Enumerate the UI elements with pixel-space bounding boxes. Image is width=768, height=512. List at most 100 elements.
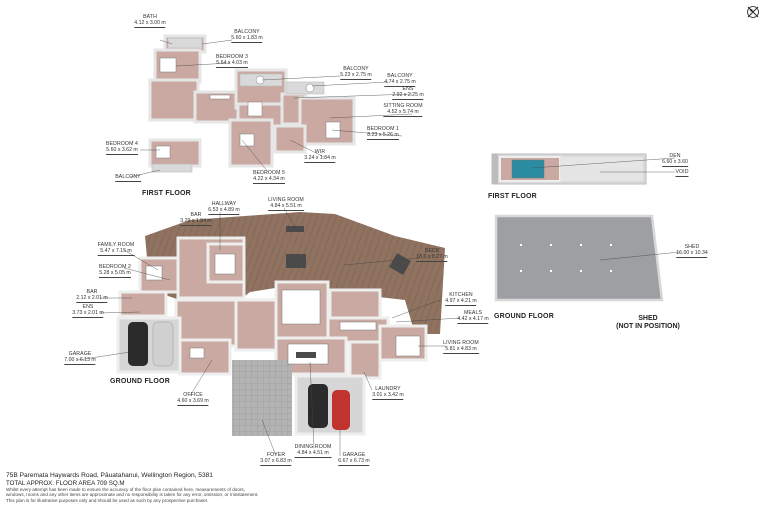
room-dim: 5.64 x 4.03 m — [216, 60, 248, 66]
first-floor-title: FIRST FLOOR — [142, 190, 191, 197]
room-name: BEDROOM 1 — [366, 126, 400, 132]
room-dim: 4.12 x 3.00 m — [134, 20, 166, 26]
room-name: DINING ROOM — [294, 444, 332, 450]
room-dim: 2.12 x 2.01 m — [76, 295, 108, 301]
room-name: MEALS — [463, 310, 483, 316]
room-name: BALCONY — [343, 66, 369, 72]
garage-right — [294, 374, 366, 436]
disclaimer-line-2: windows, rooms and any other items are a… — [6, 492, 259, 498]
room-name: ENS — [82, 304, 94, 310]
room-name: GARAGE — [342, 452, 366, 458]
shed-title-line2: (NOT IN POSITION) — [616, 323, 680, 330]
room-dim: 6.60 x 3.60 — [662, 159, 688, 165]
room-name: BAR — [86, 289, 98, 295]
ground-floor-plan — [116, 212, 611, 436]
north-arrow-icon — [747, 6, 759, 18]
room-name: BALCONY — [115, 174, 141, 180]
room-dim: 5.81 x 4.83 m — [445, 346, 477, 352]
room-dim: 5.60 x 1.83 m — [231, 35, 263, 41]
first-floor-plan — [148, 34, 356, 173]
room-name: WIR — [314, 149, 326, 155]
room-dim: 4.74 x 2.75 m — [384, 79, 416, 85]
room-dim: 4.84 x 5.51 m — [270, 203, 302, 209]
room-name: VOID — [675, 169, 689, 175]
room-name: LAUNDRY — [375, 386, 401, 392]
label-void: VOID — [675, 169, 689, 177]
shed-title: SHED (NOT IN POSITION) — [616, 315, 680, 331]
property-address: 75B Paremata Haywards Road, Pāuatahanui,… — [6, 472, 213, 479]
room-dim: 3.29 x 1.84 m — [180, 218, 212, 224]
first-floor-den-plan — [491, 153, 647, 185]
room-dim: 4.42 x 4.17 m — [457, 316, 489, 322]
car-dark-left — [128, 322, 148, 366]
room-name: BEDROOM 4 — [105, 141, 139, 147]
room-dim: 5.60 x 3.62 m — [106, 147, 138, 153]
room-dim: 4.60 x 3.69 m — [177, 398, 209, 404]
room-dim: 4.84 x 4.51 m — [297, 450, 329, 456]
room-name: HALLWAY — [211, 201, 237, 207]
room-dim: 5.47 x 7.15 m — [100, 248, 132, 254]
room-dim: 3.07 x 6.83 m — [260, 458, 292, 464]
leader-lines — [77, 39, 681, 457]
room-name: BAR — [190, 212, 202, 218]
room-name: LIVING ROOM — [268, 197, 304, 203]
room-name: BEDROOM 2 — [98, 264, 132, 270]
room-name: LIVING ROOM — [443, 340, 479, 346]
room-dim: 4.52 x 5.74 m — [387, 109, 419, 115]
shed-plan — [494, 214, 664, 302]
room-dim: 5.23 x 2.75 m — [340, 72, 372, 78]
room-dim: 7.00 x 6.13 m — [64, 357, 96, 363]
room-name: OFFICE — [183, 392, 203, 398]
car-dark-right — [308, 384, 328, 428]
room-name: BATH — [143, 14, 157, 20]
room-name: KITCHEN — [449, 292, 473, 298]
room-dim: 4.97 x 4.21 m — [445, 298, 477, 304]
room-dim: 4.22 x 4.34 m — [253, 176, 285, 182]
first-floor-right-title: FIRST FLOOR — [488, 193, 537, 200]
room-name: FAMILY ROOM — [97, 242, 135, 248]
room-name: SHED — [684, 244, 700, 250]
car-light-left — [152, 321, 174, 367]
ground-floor-title: GROUND FLOOR — [110, 378, 170, 385]
room-name: DECK — [424, 248, 440, 254]
room-name: BEDROOM 5 — [252, 170, 286, 176]
first-floor-walls — [148, 34, 356, 168]
shed-title-line1: SHED — [638, 315, 658, 322]
room-name: BEDROOM 3 — [215, 54, 249, 60]
car-red-right — [332, 390, 350, 430]
total-floor-area: TOTAL APPROX. FLOOR AREA 709 SQ.M — [6, 480, 125, 487]
room-name: ENS — [402, 86, 414, 92]
room-dim: 2.92 x 2.25 m — [392, 92, 424, 98]
room-name: FOYER — [266, 452, 286, 458]
footer: 75B Paremata Haywards Road, Pāuatahanui,… — [6, 472, 326, 503]
room-dim: 16.00 x 10.34 — [676, 250, 708, 256]
room-name: GARAGE — [68, 351, 92, 357]
